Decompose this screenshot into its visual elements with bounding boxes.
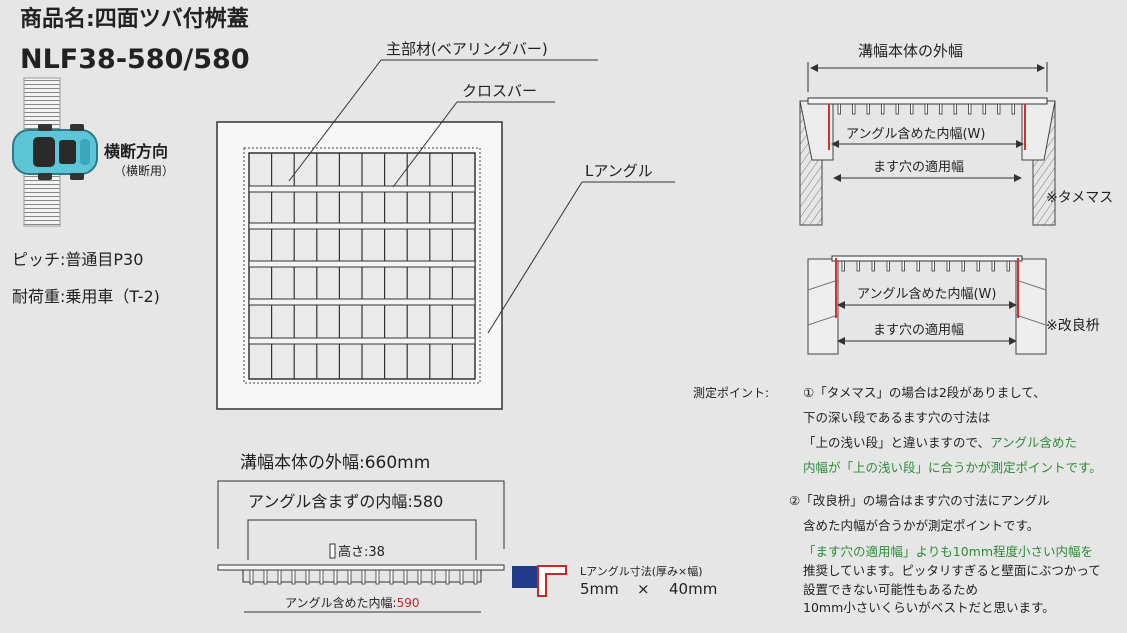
section-bar <box>431 569 436 585</box>
tamemasu-bar <box>910 103 914 115</box>
measurement-notes: 測定ポイント: ①「タメマス」の場合は2段がありまして、 下の深い段であるます穴… <box>693 385 1102 615</box>
grating-bars <box>248 153 476 379</box>
tamemasu-bar <box>881 103 885 115</box>
section-bar <box>417 569 422 585</box>
kairyo-section <box>807 255 1047 355</box>
section-bar <box>333 569 338 585</box>
product-name: 商品名:四面ツバ付桝蓋 <box>20 6 249 32</box>
height-marker <box>329 543 336 559</box>
kairyo-bar <box>931 260 935 272</box>
angle-width: 40mm <box>669 580 717 598</box>
rt-inner-label: アングル含めた内幅(W) <box>846 126 985 142</box>
inner-dim-bracket <box>247 519 477 560</box>
section-bar <box>473 569 478 585</box>
tamemasu-bar <box>866 103 870 115</box>
rt-outer-label: 溝幅本体の外幅 <box>858 42 963 60</box>
kairyo-bar <box>991 260 995 272</box>
section-bar <box>319 569 324 585</box>
cross-bar <box>248 337 476 345</box>
kairyo-bar <box>886 260 890 272</box>
kairyo-bar <box>856 260 860 272</box>
rm-inner-label: アングル含めた内幅(W) <box>857 286 996 302</box>
section-bar <box>389 569 394 585</box>
note-line-10: 10mm小さいくらいがベストだと思います。 <box>803 600 1055 615</box>
section-bar <box>263 569 268 585</box>
cross-bar <box>248 298 476 306</box>
section-bar <box>347 569 352 585</box>
section-bar <box>277 569 282 585</box>
car-icon <box>12 77 98 227</box>
section-bar <box>291 569 296 585</box>
section-bar <box>305 569 310 585</box>
note-line-9: 設置できない可能性もあるため <box>803 582 978 597</box>
leader-cross-bar <box>392 101 458 188</box>
tamemasu-bar <box>895 103 899 115</box>
tamemasu-bar <box>924 103 928 115</box>
cross-bar <box>248 260 476 268</box>
label-main-bar: 主部材(ベアリングバー) <box>386 40 548 58</box>
pitch-spec: ピッチ:普通目P30 <box>12 250 143 269</box>
notes-label: 測定ポイント: <box>693 385 769 400</box>
tamemasu-bar <box>982 103 986 115</box>
kairyo-bar <box>976 260 980 272</box>
section-inner-width: アングル含まずの内幅:580 <box>248 492 443 511</box>
tamemasu-bar <box>997 103 1001 115</box>
leader-l-angle <box>487 181 583 334</box>
cross-bar <box>248 222 476 230</box>
grating-plan-view <box>216 121 503 410</box>
kairyo-bar <box>841 260 845 272</box>
tamemasu-section <box>799 97 1056 226</box>
section-bar <box>445 569 450 585</box>
tamemasu-bar <box>852 103 856 115</box>
angle-dim-title: Lアングル寸法(厚み×幅) <box>580 564 703 578</box>
load-spec: 耐荷重:乗用車（T-2) <box>12 287 160 306</box>
kairyo-bar <box>916 260 920 272</box>
section-inner-angle: アングル含めた内幅:590 <box>285 595 419 610</box>
kairyo-bar <box>1006 260 1010 272</box>
l-angle-profile-icon <box>512 565 567 597</box>
angle-thickness: 5mm <box>580 580 619 598</box>
rt-note: ※タメマス <box>1046 190 1113 206</box>
grating-section-view <box>217 564 505 585</box>
label-l-angle: Lアングル <box>585 162 653 180</box>
orientation-subtitle: （横断用） <box>114 163 174 178</box>
tamemasu-bar <box>939 103 943 115</box>
tamemasu-bar <box>953 103 957 115</box>
model-number: NLF38-580/580 <box>20 44 250 75</box>
section-bar <box>361 569 366 585</box>
note-line-3: 「上の浅い段」と違いますので、アングル含めた <box>803 435 1077 450</box>
tamemasu-bar <box>837 103 841 115</box>
kairyo-bar <box>901 260 905 272</box>
angle-times: × <box>637 580 650 598</box>
section-bar <box>459 569 464 585</box>
section-outer-width: 溝幅本体の外幅:660mm <box>240 453 430 473</box>
section-bar <box>249 569 254 585</box>
note-line-5: ②「改良枡」の場合はます穴の寸法にアングル <box>789 493 1050 508</box>
orientation-title: 横断方向 <box>104 142 168 161</box>
note-line-1: ①「タメマス」の場合は2段がありまして、 <box>803 385 1046 400</box>
outer-dim-bracket <box>217 480 505 549</box>
note-line-7: 「ます穴の適用幅」よりも10mm程度小さい内幅を <box>803 544 1093 559</box>
note-line-8: 推奨しています。ピッタリすぎると壁面にぶつかって <box>803 563 1101 578</box>
note-line-6: 含めた内幅が合うかが測定ポイントです。 <box>803 518 1039 533</box>
tamemasu-bar <box>1011 103 1015 115</box>
label-cross-bar: クロスバー <box>462 82 537 100</box>
rt-hole-label: ます穴の適用幅 <box>873 159 964 175</box>
note-line-4: 内幅が「上の浅い段」に合うかが測定ポイントです。 <box>803 460 1102 475</box>
note-line-2: 下の深い段であるます穴の寸法は <box>803 410 990 425</box>
kairyo-bar <box>871 260 875 272</box>
kairyo-bar <box>961 260 965 272</box>
section-height: 高さ:38 <box>338 544 385 560</box>
rm-hole-label: ます穴の適用幅 <box>873 322 964 338</box>
section-bar <box>403 569 408 585</box>
kairyo-bar <box>946 260 950 272</box>
leader-main-bar <box>288 59 382 182</box>
section-bar <box>375 569 380 585</box>
cross-bar <box>248 185 476 193</box>
tamemasu-bar <box>968 103 972 115</box>
rm-note: ※改良枡 <box>1046 318 1100 334</box>
